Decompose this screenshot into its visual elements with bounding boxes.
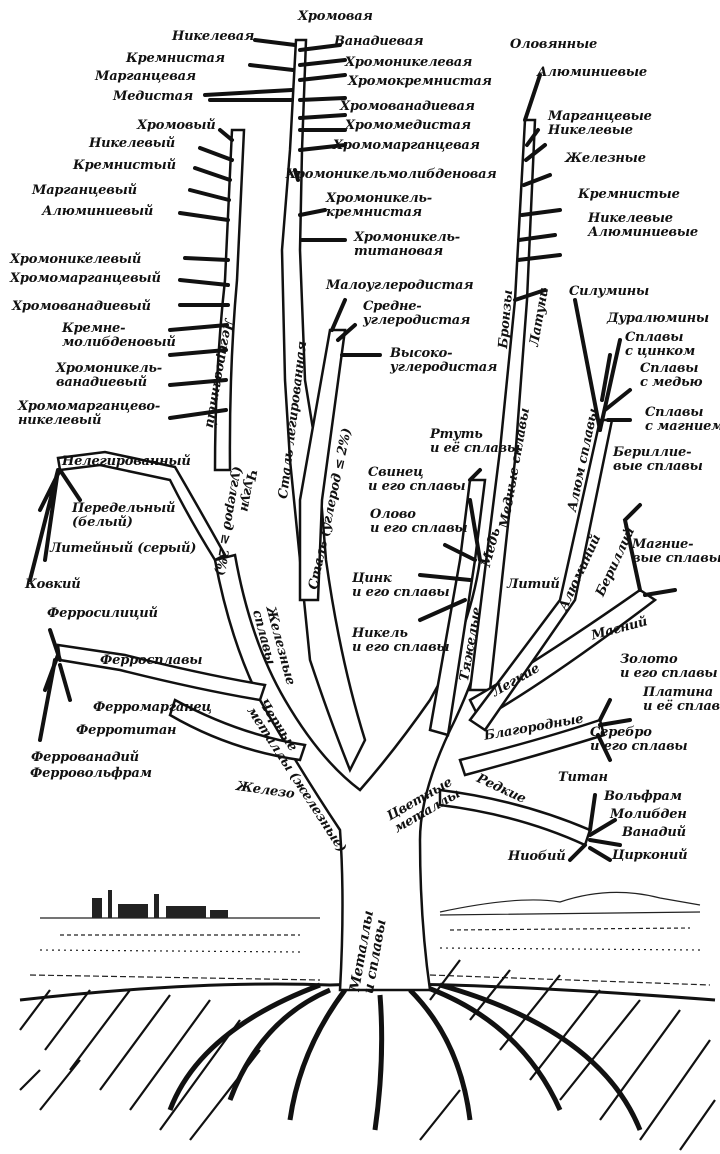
label-steel-silicon: Кремнистая bbox=[126, 52, 225, 66]
label-silumins: Силумины bbox=[569, 285, 649, 299]
label-steel-copper: Медистая bbox=[113, 90, 193, 104]
label-steel-chromenickeltitanium: Хромоникель- титановая bbox=[354, 231, 460, 259]
label-zinc: Цинк и его сплавы bbox=[352, 572, 449, 600]
label-ferrosilicium: Ферросилиций bbox=[47, 607, 158, 621]
label-duralumins: Дуралюмины bbox=[607, 312, 709, 326]
label-peredelny: Передельный (белый) bbox=[72, 502, 175, 530]
label-ci-chromenickel: Хромоникелевый bbox=[10, 253, 141, 267]
label-al-copper: Сплавы с медью bbox=[640, 362, 702, 390]
label-titanium: Титан bbox=[558, 771, 608, 785]
label-kovkiy: Ковкий bbox=[25, 578, 81, 592]
label-nickel: Никель и его сплавы bbox=[352, 627, 449, 655]
label-steel-chromecopper: Хромомедистая bbox=[345, 119, 471, 133]
label-ci-aluminium: Алюминиевый bbox=[42, 205, 153, 219]
label-ci-nickel: Никелевый bbox=[89, 137, 175, 151]
label-ferrotungsten: Ферровольфрам bbox=[30, 767, 152, 781]
label-steel-manganese: Марганцевая bbox=[95, 70, 196, 84]
label-steel-chromenickelsilicon: Хромоникель- кремнистая bbox=[326, 192, 432, 220]
label-ferroalloys: Ферросплавы bbox=[100, 654, 202, 668]
label-magnesium-alloys: Магние- вые сплавы bbox=[632, 538, 720, 566]
label-platinum: Платина и её сплавы bbox=[643, 686, 720, 714]
label-beryllium-alloys: Бериллие- вые сплавы bbox=[613, 446, 703, 474]
label-ferrotitanium: Ферротитан bbox=[76, 724, 176, 738]
label-bronze-iron: Железные bbox=[565, 152, 646, 166]
label-gold: Золото и его сплавы bbox=[620, 653, 717, 681]
label-ci-manganese: Марганцевый bbox=[32, 184, 137, 198]
label-steel-chrome: Хромовая bbox=[298, 10, 373, 24]
label-niobium: Ниобий bbox=[508, 850, 566, 864]
label-tin: Олово и его сплавы bbox=[370, 508, 467, 536]
label-brass-nickel-aluminium: Никелевые Алюминиевые bbox=[588, 212, 698, 240]
label-lithium: Литий bbox=[507, 578, 560, 592]
label-ci-siliconmolybdenum: Кремне- молибденовый bbox=[62, 322, 176, 350]
label-steel-chromevanadium: Хромованадиевая bbox=[340, 100, 475, 114]
label-ci-silicon: Кремнистый bbox=[73, 159, 176, 173]
label-lead: Свинец и его сплавы bbox=[368, 466, 465, 494]
label-low-carbon: Малоуглеродистая bbox=[326, 279, 473, 293]
label-liteyny: Литейный (серый) bbox=[50, 542, 196, 556]
label-ferrovanadium: Феррованадий bbox=[31, 751, 139, 765]
label-steel-vanadium: Ванадиевая bbox=[334, 35, 423, 49]
label-al-magnesium: Сплавы с магнием bbox=[645, 406, 720, 434]
label-medium-carbon: Средне- углеродистая bbox=[363, 300, 470, 328]
label-steel-chromenickelmolybdenum: Хромоникельмолибденовая bbox=[286, 168, 497, 182]
label-ferromanganese: Ферромарганец bbox=[93, 701, 212, 715]
label-bronze-aluminium: Алюминиевые bbox=[537, 66, 647, 80]
label-ci-chromevanadium: Хромованадиевый bbox=[12, 300, 151, 314]
label-ci-chromemanganese: Хромомарганцевый bbox=[10, 272, 161, 286]
label-molybdenum: Молибден bbox=[610, 808, 687, 822]
label-zirconium: Цирконий bbox=[612, 849, 687, 863]
label-mercury: Ртуть и её сплавы bbox=[430, 428, 520, 456]
label-bronze-tin: Оловянные bbox=[510, 38, 597, 52]
roots bbox=[170, 985, 640, 1130]
label-bronze-manganese-nickel: Марганцевые Никелевые bbox=[548, 110, 652, 138]
label-steel-nickel: Никелевая bbox=[172, 30, 254, 44]
label-brass-silicon: Кремнистые bbox=[578, 188, 680, 202]
label-ci-chromemanganesenickel: Хромомарганцево- никелевый bbox=[18, 400, 160, 428]
label-ci-chrome: Хромовый bbox=[137, 119, 216, 133]
label-nonalloyed: Нелегированный bbox=[62, 455, 191, 469]
label-steel-chromemanganese: Хромомарганцевая bbox=[333, 139, 480, 153]
label-silver: Серебро и его сплавы bbox=[590, 726, 687, 754]
factory-icon bbox=[92, 890, 228, 918]
label-al-zinc: Сплавы с цинком bbox=[625, 331, 695, 359]
label-ci-chromenickelvanadium: Хромоникель- ванадиевый bbox=[56, 362, 162, 390]
label-steel-chromenickel: Хромоникелевая bbox=[345, 56, 472, 70]
label-tungsten: Вольфрам bbox=[604, 790, 682, 804]
label-high-carbon: Высоко- углеродистая bbox=[390, 347, 497, 375]
label-steel-chromesilicon: Хромокремнистая bbox=[348, 75, 492, 89]
label-vanadium: Ванадий bbox=[622, 826, 686, 840]
